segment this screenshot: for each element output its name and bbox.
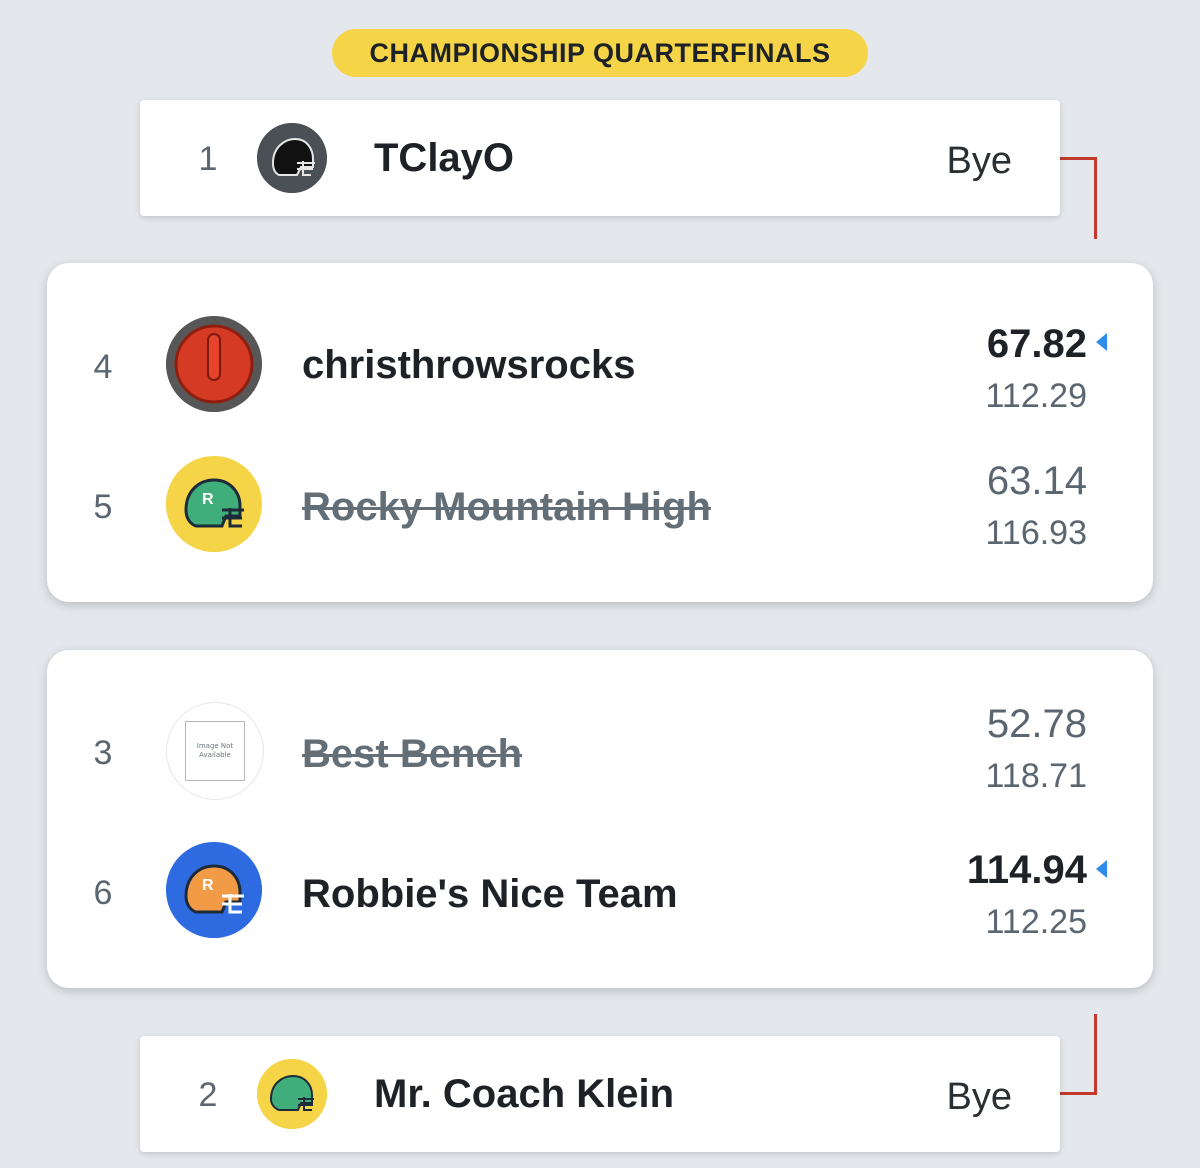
bye-status: Bye: [946, 140, 1012, 182]
seed-number: 2: [198, 1076, 218, 1114]
matchup-team-row[interactable]: 4 christhrowsrocks 67.82 112.29: [47, 303, 1153, 423]
bye-card-seed-2[interactable]: 2 Mr. Coach Klein Bye: [140, 1036, 1060, 1152]
curling-stone-icon: [166, 316, 262, 412]
team-name[interactable]: Mr. Coach Klein: [374, 1072, 675, 1116]
seed-number: 1: [198, 140, 218, 178]
winner-arrow-icon: [1096, 860, 1107, 878]
score-block: 114.94 112.25: [967, 844, 1087, 948]
matchup-team-row[interactable]: 5 R Rocky Mountain High 63.14 116.93: [47, 443, 1153, 563]
seed-number: 4: [93, 348, 113, 386]
team-name[interactable]: Robbie's Nice Team: [302, 872, 678, 916]
score-projected: 112.29: [985, 377, 1087, 415]
team-name[interactable]: christhrowsrocks: [302, 343, 636, 387]
team-name[interactable]: Rocky Mountain High: [302, 485, 711, 529]
helmet-green-icon: R: [166, 456, 262, 552]
score-projected: 112.25: [985, 903, 1087, 941]
image-not-available-icon: Image Not Available: [166, 702, 264, 800]
matchup-team-row[interactable]: 3 Image Not Available Best Bench 52.78 1…: [47, 692, 1153, 812]
bracket-line-top-horizontal: [1060, 157, 1097, 160]
score-current: 63.14: [986, 459, 1087, 503]
score-block: 67.82 112.29: [986, 318, 1087, 422]
bracket-line-bottom-horizontal: [1060, 1092, 1097, 1095]
seed-number: 5: [93, 488, 113, 526]
score-projected: 116.93: [985, 514, 1087, 552]
bracket-line-top-vertical: [1094, 157, 1097, 239]
matchup-card-3-vs-6[interactable]: 3 Image Not Available Best Bench 52.78 1…: [47, 650, 1153, 988]
score-current: 114.94: [966, 848, 1087, 892]
helmet-orange-icon: R: [166, 842, 262, 938]
svg-text:R: R: [202, 491, 214, 508]
bye-card-seed-1[interactable]: 1 TClayO Bye: [140, 100, 1060, 216]
bracket-line-bottom-vertical: [1094, 1014, 1097, 1095]
matchup-card-4-vs-5[interactable]: 4 christhrowsrocks 67.82 112.29 5 R: [47, 263, 1153, 602]
matchup-team-row[interactable]: 6 R Robbie's Nice Team 114.94 112.25: [47, 832, 1153, 952]
winner-arrow-icon: [1096, 333, 1107, 351]
seed-number: 6: [93, 874, 113, 912]
seed-number: 3: [93, 734, 113, 772]
team-name[interactable]: TClayO: [374, 136, 515, 180]
round-title-pill: CHAMPIONSHIP QUARTERFINALS: [332, 29, 868, 77]
bye-status: Bye: [946, 1076, 1012, 1118]
helmet-dark-icon: [257, 123, 327, 193]
score-current: 52.78: [986, 702, 1087, 746]
score-current: 67.82: [986, 322, 1087, 366]
helmet-green-icon: [257, 1059, 327, 1129]
score-projected: 118.71: [985, 757, 1087, 795]
image-not-available-text: Image Not Available: [185, 721, 245, 781]
score-block: 52.78 118.71: [986, 698, 1087, 802]
team-name[interactable]: Best Bench: [302, 732, 523, 776]
round-title: CHAMPIONSHIP QUARTERFINALS: [369, 37, 831, 68]
score-block: 63.14 116.93: [986, 455, 1087, 559]
svg-text:R: R: [202, 877, 214, 894]
